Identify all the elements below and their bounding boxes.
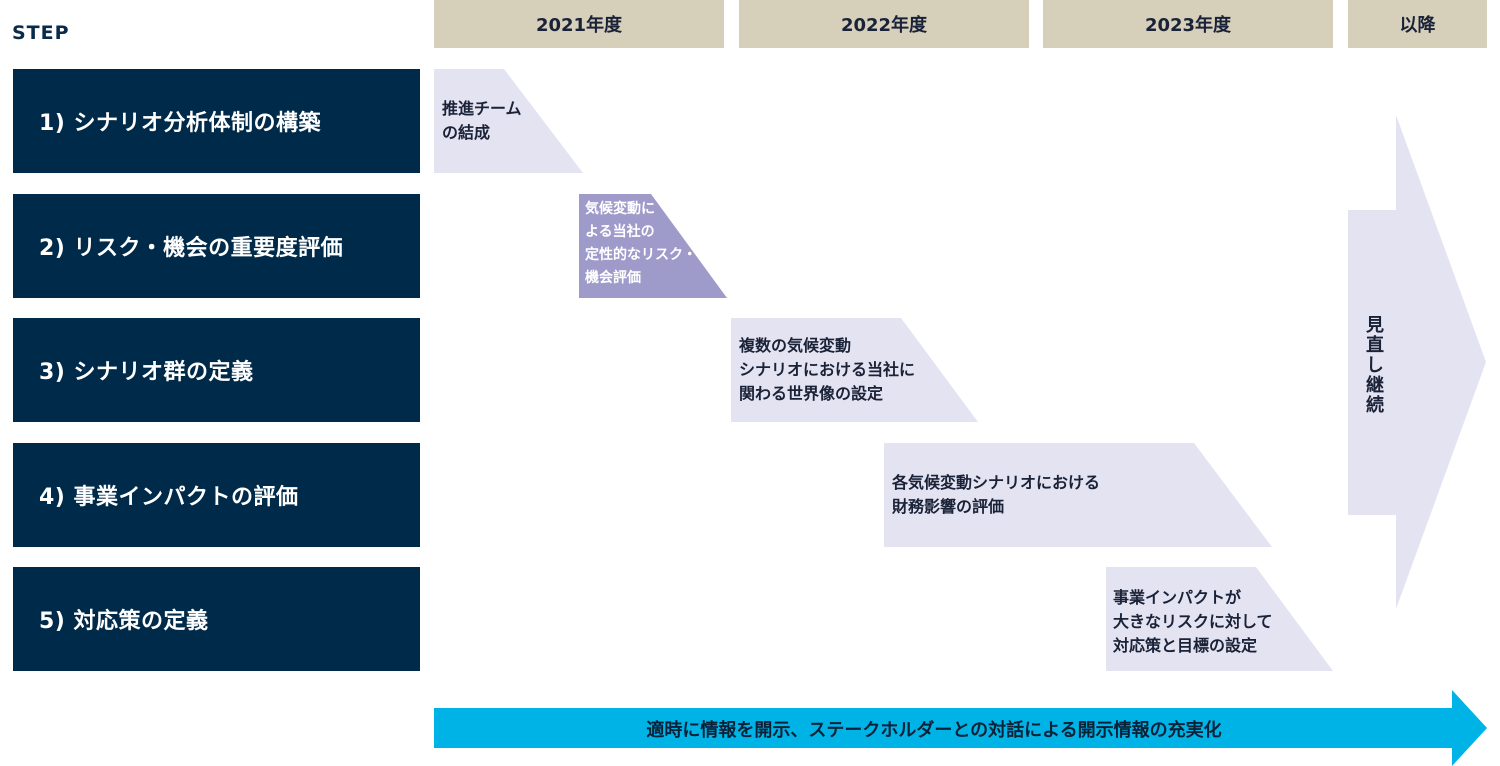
year-header-2021: 2021年度 [434, 0, 724, 48]
year-header-2022: 2022年度 [739, 0, 1029, 48]
task-shape-5 [1106, 567, 1333, 671]
year-header-later: 以降 [1348, 0, 1487, 48]
disclosure-arrow [434, 690, 1487, 766]
task-shape-1 [434, 69, 583, 173]
task-shape-3 [731, 318, 978, 422]
continue-arrow [1348, 115, 1486, 609]
task-text-2: 気候変動に よる当社の 定性的なリスク・ 機会評価 [585, 201, 697, 286]
year-header-2023: 2023年度 [1043, 0, 1333, 48]
step-box-2: 2) リスク・機会の重要度評価 [13, 194, 420, 298]
step-box-5: 5) 対応策の定義 [13, 567, 420, 671]
task-text-4: 各気候変動シナリオにおける 財務影響の評価 [892, 473, 1101, 516]
task-shape-2 [579, 194, 727, 298]
task-text-3: 複数の気候変動 シナリオにおける当社に 関わる世界像の設定 [739, 336, 916, 403]
task-shape-4 [884, 443, 1272, 547]
step-box-4: 4) 事業インパクトの評価 [13, 443, 420, 547]
disclosure-arrow-label: 適時に情報を開示、ステークホルダーとの対話による開示情報の充実化 [646, 720, 1222, 741]
step-header-label: STEP [12, 22, 70, 44]
continue-label: 見直し継続 [1363, 315, 1384, 415]
step-box-1: 1) シナリオ分析体制の構築 [13, 69, 420, 173]
task-text-5: 事業インパクトが 大きなリスクに対して 対応策と目標の設定 [1113, 588, 1273, 655]
task-text-1: 推進チーム の結成 [442, 99, 522, 142]
step-box-3: 3) シナリオ群の定義 [13, 318, 420, 422]
